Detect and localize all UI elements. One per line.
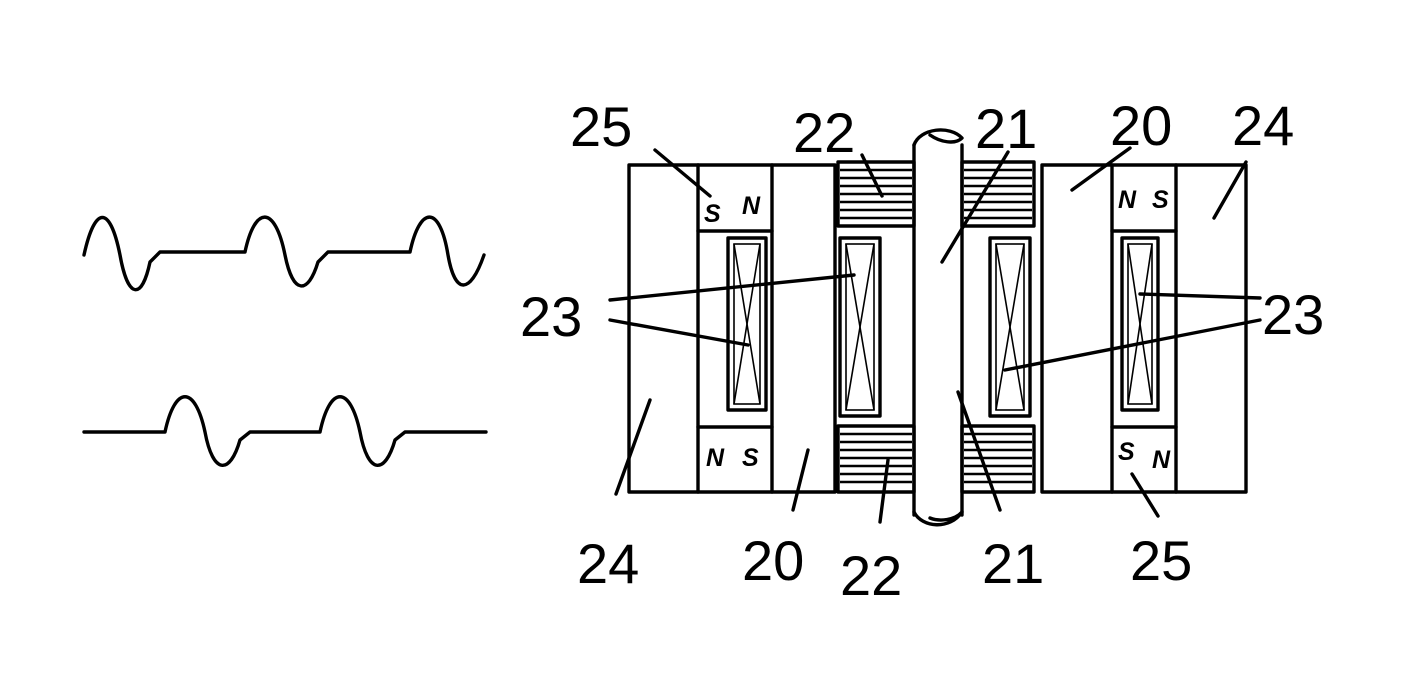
leader-25-bottom	[1130, 472, 1160, 518]
label-20-top: 20	[1110, 94, 1172, 157]
label-20-bottom: 20	[742, 529, 804, 592]
leader-lines	[608, 146, 1262, 524]
label-25-bottom: 25	[1130, 529, 1192, 592]
pole-top-right-n: N	[1118, 186, 1137, 214]
label-23-right: 23	[1262, 283, 1324, 346]
leader-21-top	[940, 150, 1010, 264]
label-22-bottom: 22	[840, 544, 902, 607]
leader-23-right-b	[1003, 318, 1262, 372]
coil-center-right-inner	[995, 243, 1025, 411]
leader-24-top	[1212, 160, 1248, 220]
coil-right-outer-inner	[1127, 243, 1153, 405]
label-23-left: 23	[520, 285, 582, 348]
label-22-top: 22	[793, 101, 855, 164]
pole-top-left-s: S	[704, 200, 721, 228]
pole-bottom-left-n: N	[706, 444, 725, 472]
winding-top-left	[836, 160, 916, 228]
label-24-top: 24	[1232, 94, 1294, 157]
winding-bottom-right	[960, 424, 1036, 494]
label-21-top: 21	[975, 97, 1037, 160]
coil-center-left-inner	[845, 243, 875, 411]
coil-center-left-cross-b	[845, 243, 875, 411]
coil-right-outer	[1120, 236, 1160, 412]
leader-23-right-a	[1138, 292, 1262, 300]
upper-waveform	[82, 215, 486, 292]
coil-center-left	[838, 236, 882, 418]
shaft	[912, 128, 964, 527]
leader-23-left-a	[608, 273, 856, 302]
pole-top-left-n: N	[742, 192, 761, 220]
winding-bottom-left	[836, 424, 916, 494]
leader-21-bottom	[956, 390, 1002, 512]
leader-22-bottom	[878, 458, 890, 524]
coil-right-outer-cross-b	[1127, 243, 1153, 405]
coil-left-outer-inner	[733, 243, 761, 405]
right-stator	[1040, 163, 1248, 494]
pole-bottom-left-s: S	[742, 444, 759, 472]
pole-top-right-s: S	[1152, 186, 1169, 214]
label-25-top: 25	[570, 95, 632, 158]
lower-waveform	[82, 395, 488, 467]
leader-22-top	[860, 153, 884, 198]
leader-20-bottom	[791, 448, 810, 512]
pole-bottom-right-s: S	[1118, 438, 1135, 466]
left-stator	[627, 163, 837, 494]
leader-20-top	[1070, 146, 1132, 192]
label-24-bottom: 24	[577, 532, 639, 595]
left-outer-frame	[627, 163, 837, 494]
winding-top-right	[960, 160, 1036, 228]
label-21-bottom: 21	[982, 532, 1044, 595]
coil-center-right	[988, 236, 1032, 418]
coil-left-outer	[726, 236, 768, 412]
leader-23-left-b	[608, 318, 750, 347]
leader-25-top	[653, 148, 712, 198]
coil-center-right-cross-b	[995, 243, 1025, 411]
coil-left-outer-cross-b	[733, 243, 761, 405]
leader-24-bottom	[614, 398, 652, 496]
pole-bottom-right-n: N	[1152, 446, 1171, 474]
